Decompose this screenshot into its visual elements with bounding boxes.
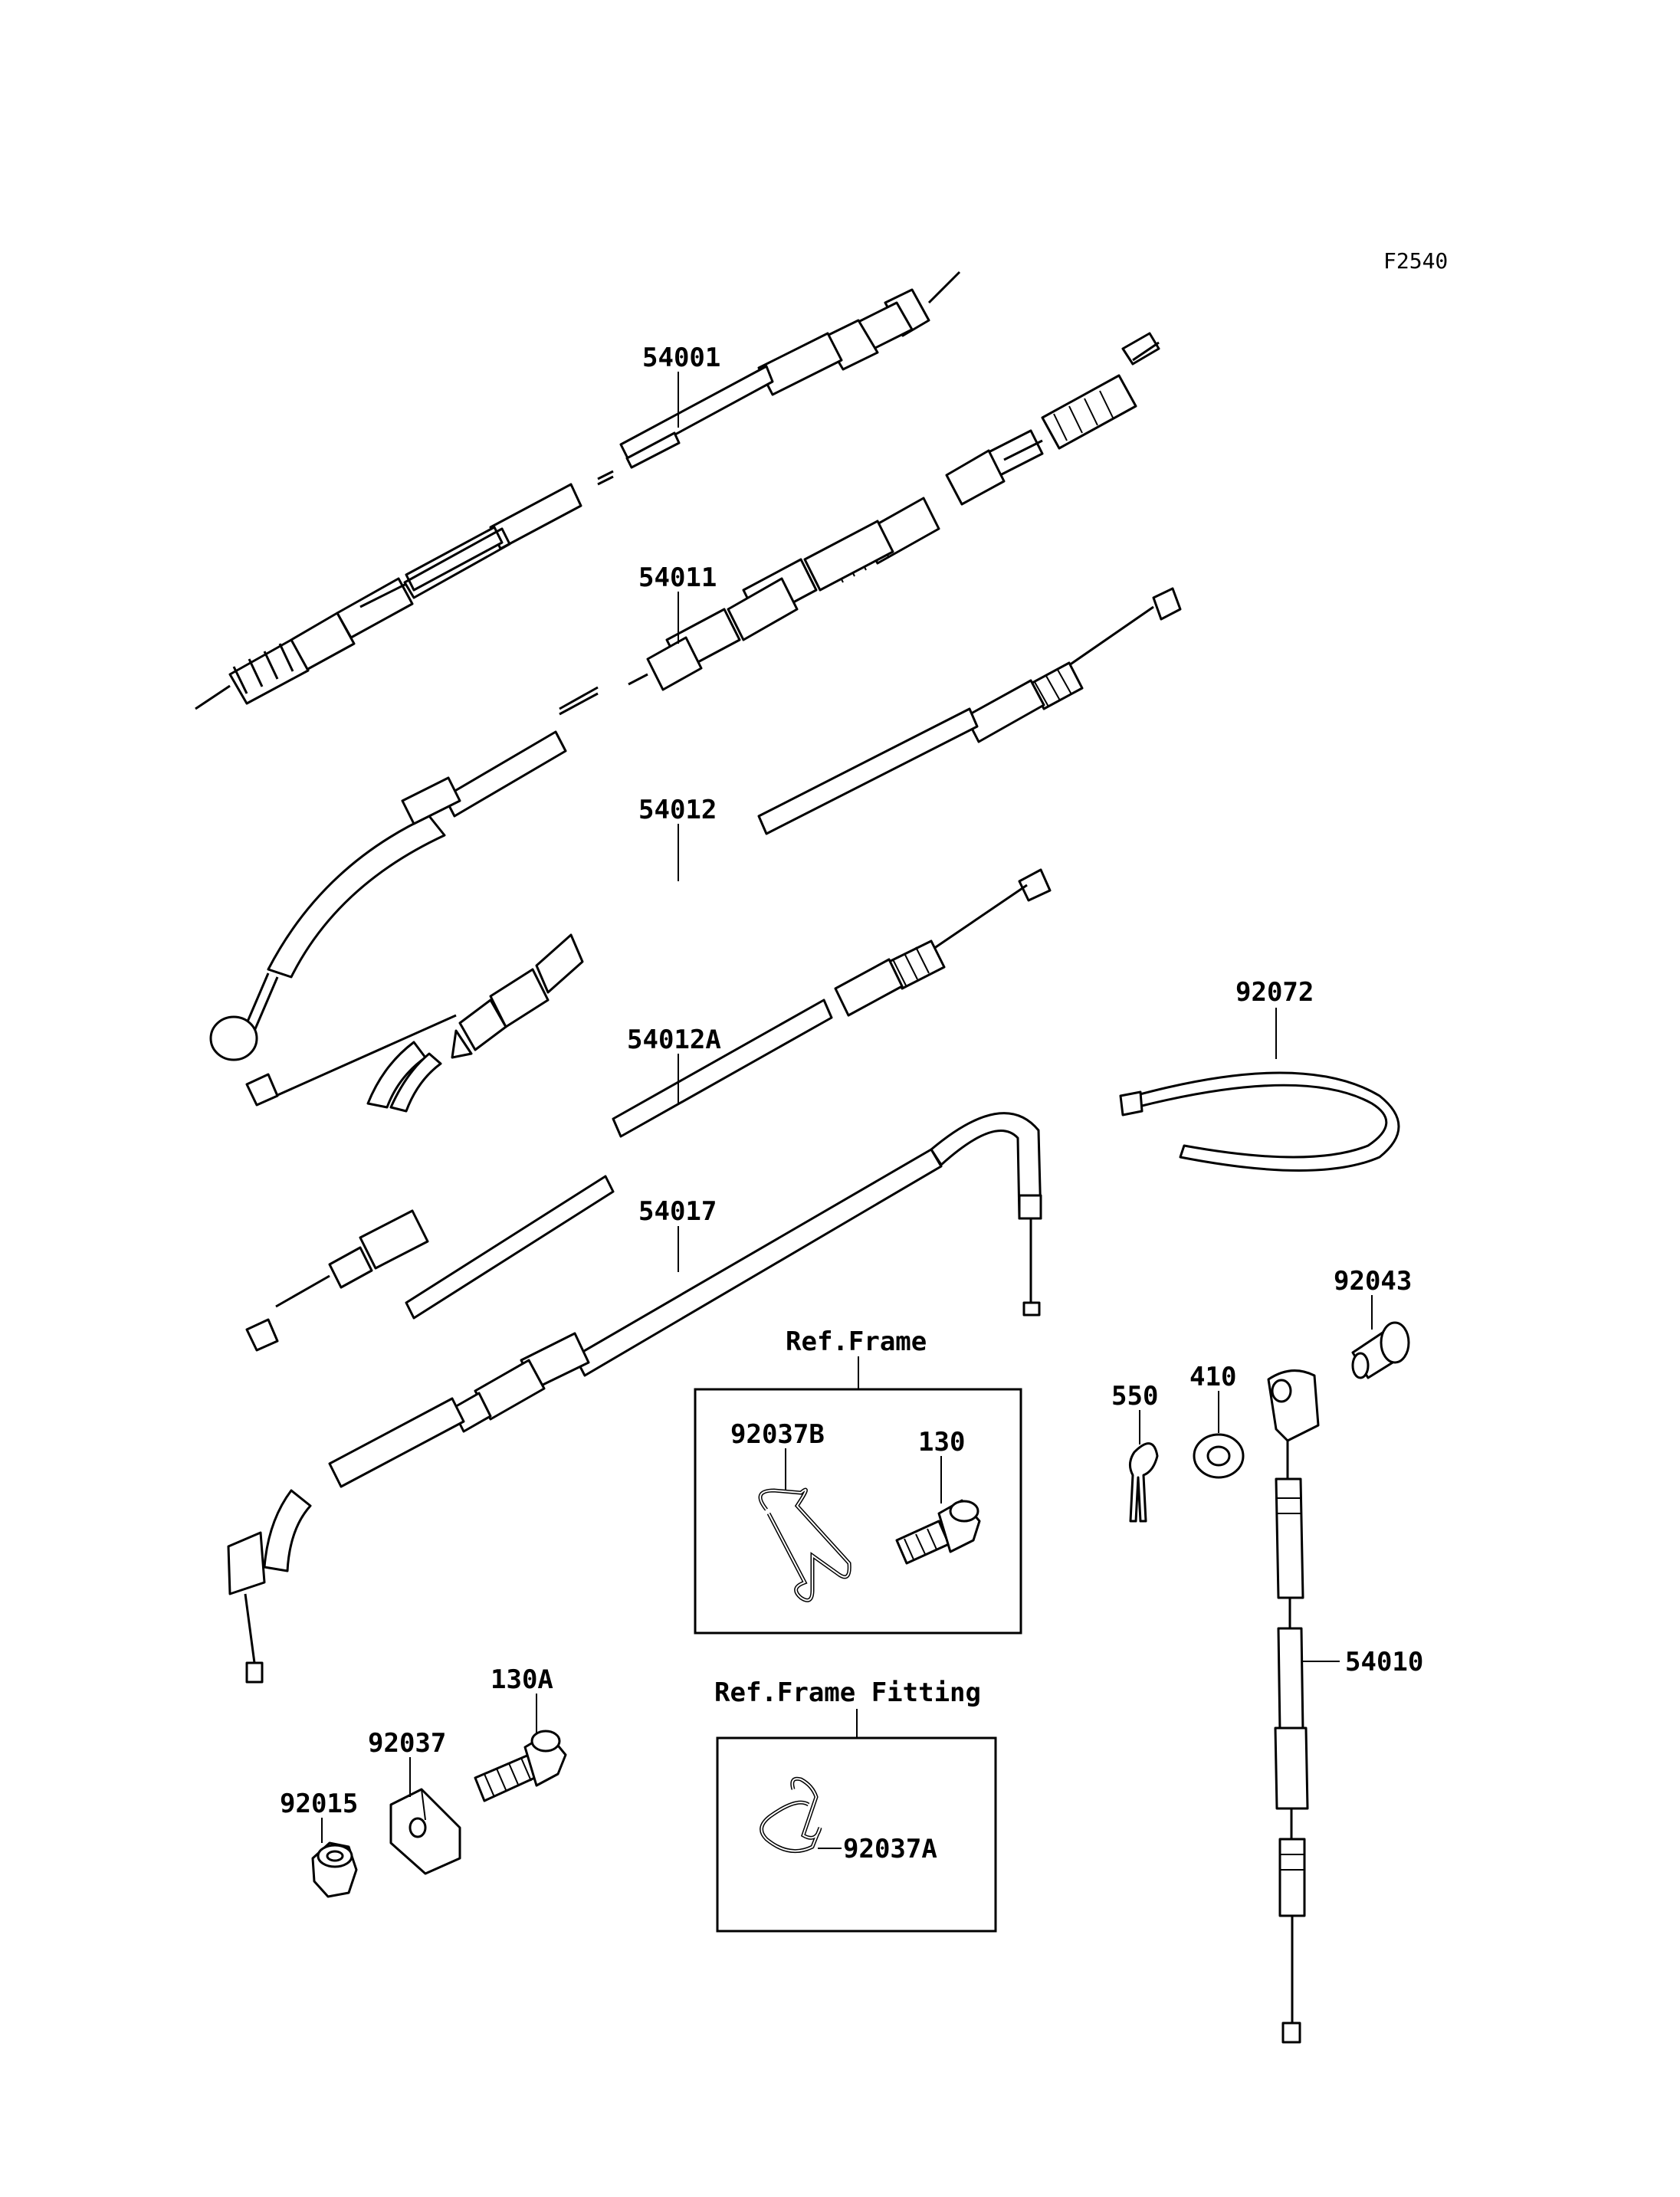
washer-410[interactable] — [1193, 1433, 1245, 1479]
cable-54012A[interactable] — [245, 868, 1052, 1138]
cotter-pin-550[interactable] — [1129, 1442, 1159, 1523]
cable-54001[interactable] — [195, 271, 961, 710]
label-54012: 54012 — [638, 795, 717, 825]
callout-54012: 54012 — [638, 795, 717, 881]
label-54011: 54011 — [638, 562, 717, 593]
nut-92015[interactable] — [311, 1841, 358, 1898]
cable-tie-92072[interactable] — [1119, 1071, 1400, 1172]
label-54012A: 54012A — [627, 1025, 721, 1055]
callout-92037B: 92037B — [730, 1419, 825, 1490]
cable-54010[interactable] — [1267, 1369, 1320, 2044]
callout-550: 550 — [1111, 1381, 1158, 1444]
cable-54012[interactable] — [209, 587, 1182, 1061]
callout-410: 410 — [1189, 1362, 1236, 1433]
callout-92037: 92037 — [368, 1728, 446, 1797]
callout-54001: 54001 — [642, 343, 720, 428]
cable-54017[interactable] — [227, 1112, 1042, 1684]
label-410: 410 — [1189, 1362, 1236, 1392]
label-92015: 92015 — [280, 1789, 358, 1819]
label-54001: 54001 — [642, 343, 720, 373]
label-130: 130 — [918, 1427, 965, 1458]
callout-54017: 54017 — [638, 1196, 717, 1272]
callout-92015: 92015 — [280, 1789, 358, 1843]
label-92043: 92043 — [1334, 1266, 1412, 1297]
label-54010: 54010 — [1345, 1647, 1423, 1677]
clip-92037A[interactable] — [760, 1776, 822, 1854]
ref-frame-box: Ref.Frame — [694, 1326, 1022, 1635]
bolt-130[interactable] — [895, 1499, 981, 1565]
clip-92037B[interactable] — [758, 1487, 851, 1602]
callout-54011: 54011 — [638, 562, 717, 644]
ref-frame-fitting-box: Ref.Frame Fitting — [714, 1677, 997, 1933]
callout-92043: 92043 — [1334, 1266, 1412, 1330]
pin-92043[interactable] — [1351, 1321, 1410, 1379]
callout-92037A: 92037A — [818, 1834, 937, 1864]
label-92037: 92037 — [368, 1728, 446, 1759]
cable-54012A-lower[interactable] — [245, 1175, 615, 1352]
diagram-code: F2540 — [1383, 248, 1448, 274]
label-130A: 130A — [491, 1664, 553, 1695]
ref-frame-label: Ref.Frame — [786, 1326, 927, 1357]
callout-54010: 54010 — [1303, 1647, 1423, 1677]
callout-92072: 92072 — [1235, 977, 1314, 1059]
cable-54011[interactable] — [628, 332, 1160, 691]
label-92037B: 92037B — [730, 1419, 825, 1450]
label-92072: 92072 — [1235, 977, 1314, 1008]
callout-54012A: 54012A — [627, 1025, 721, 1103]
ref-frame-fitting-label: Ref.Frame Fitting — [714, 1677, 981, 1708]
label-54017: 54017 — [638, 1196, 717, 1227]
label-550: 550 — [1111, 1381, 1158, 1412]
callout-130A: 130A — [491, 1664, 553, 1733]
clamp-92037[interactable] — [389, 1788, 461, 1875]
callout-130: 130 — [918, 1427, 965, 1503]
label-92037A: 92037A — [843, 1834, 937, 1864]
bolt-130A[interactable] — [474, 1730, 567, 1802]
